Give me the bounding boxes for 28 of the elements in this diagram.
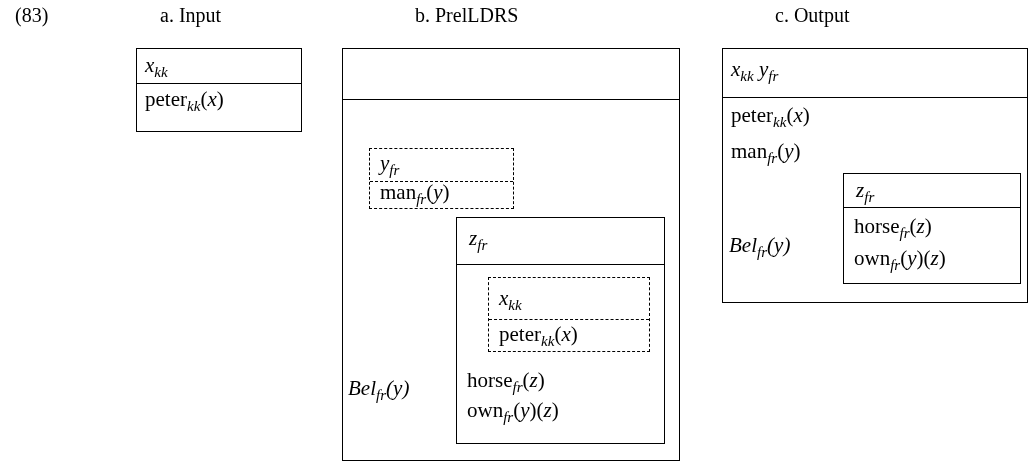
discourse-referent: x$_{kk}$ y$_{fr}$ bbox=[731, 57, 779, 86]
condition-text: peter$_{kk}$(x) bbox=[145, 87, 224, 116]
condition-text: man$_{fr}$(y) bbox=[380, 180, 450, 209]
drs-box bbox=[488, 277, 650, 352]
condition-text: man$_{fr}$(y) bbox=[731, 139, 801, 168]
drs-box bbox=[722, 48, 1028, 303]
discourse-referent: z$_{fr}$ bbox=[469, 226, 488, 255]
condition-text: horse$_{fr}$(z) bbox=[467, 368, 545, 397]
operator-label: Bel$_{fr}$(y) bbox=[348, 376, 410, 405]
operator-label: Bel$_{fr}$(y) bbox=[729, 233, 791, 262]
discourse-referent: x$_{kk}$ bbox=[499, 286, 522, 315]
condition-text: own$_{fr}$(y)(z) bbox=[467, 398, 559, 427]
discourse-referent: z$_{fr}$ bbox=[856, 178, 875, 207]
condition-text: own$_{fr}$(y)(z) bbox=[854, 246, 946, 275]
panel-title: a. Input bbox=[160, 4, 222, 27]
panel-title: c. Output bbox=[775, 4, 850, 27]
panel-title: b. PrelLDRS bbox=[415, 4, 519, 27]
drs-box bbox=[342, 48, 680, 461]
example-number: (83) bbox=[15, 4, 49, 27]
condition-text: peter$_{kk}$(x) bbox=[731, 103, 810, 132]
discourse-referent: y$_{fr}$ bbox=[380, 151, 400, 180]
condition-text: horse$_{fr}$(z) bbox=[854, 214, 932, 243]
drs-box bbox=[456, 217, 665, 444]
drs-box bbox=[136, 48, 302, 132]
discourse-referent: x$_{kk}$ bbox=[145, 53, 168, 82]
drs-box bbox=[843, 173, 1021, 284]
drs-box bbox=[369, 148, 514, 209]
condition-text: peter$_{kk}$(x) bbox=[499, 322, 578, 351]
